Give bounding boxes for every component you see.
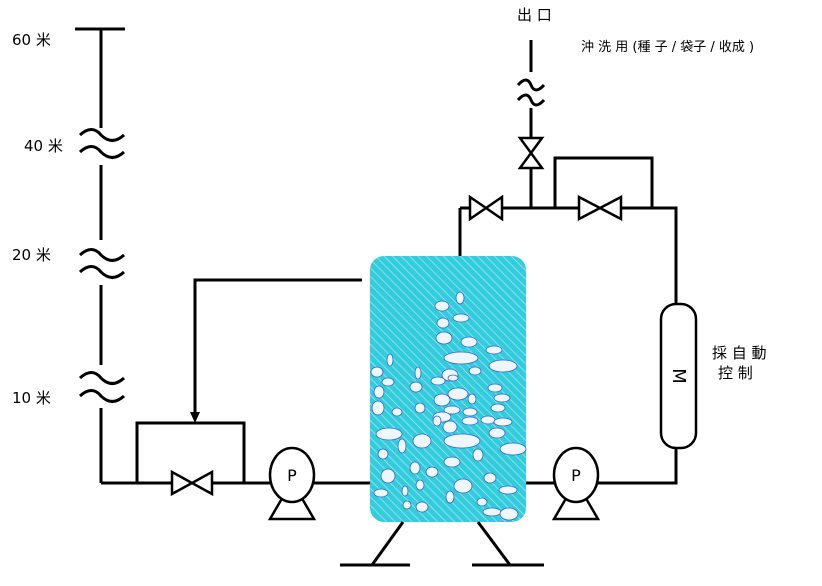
valve-top-bypass[interactable] — [577, 194, 623, 222]
outlet-label: 出 口 — [517, 6, 552, 24]
motor-label: M — [668, 368, 689, 384]
tank-stand — [340, 521, 544, 567]
height-10-label: 10 米 — [12, 389, 51, 407]
pump-left[interactable]: P — [267, 446, 317, 521]
motor-unit[interactable]: M — [659, 302, 698, 450]
auto-control-label-2: 控 制 — [718, 364, 753, 382]
pump-left-label: P — [287, 466, 297, 485]
valve-top-inlet[interactable] — [468, 194, 504, 222]
height-20-label: 20 米 — [12, 246, 51, 264]
tank — [370, 256, 527, 522]
flush-label: 沖 洗 用 (種 子 / 袋子 / 收成 ) — [581, 39, 754, 55]
flow-arrow-down-left — [190, 412, 200, 423]
valve-left-bypass[interactable] — [170, 469, 214, 497]
outlet-break — [516, 78, 546, 107]
height-scale — [75, 27, 126, 483]
tank-bubbles — [370, 291, 527, 521]
height-60-label: 60 米 — [12, 31, 51, 49]
valve-outlet[interactable] — [517, 136, 545, 170]
height-40-label: 40 米 — [24, 137, 63, 155]
auto-control-label-1: 採 自 動 — [712, 344, 767, 362]
pump-right[interactable]: P — [551, 446, 601, 521]
pump-right-label: P — [571, 466, 581, 485]
